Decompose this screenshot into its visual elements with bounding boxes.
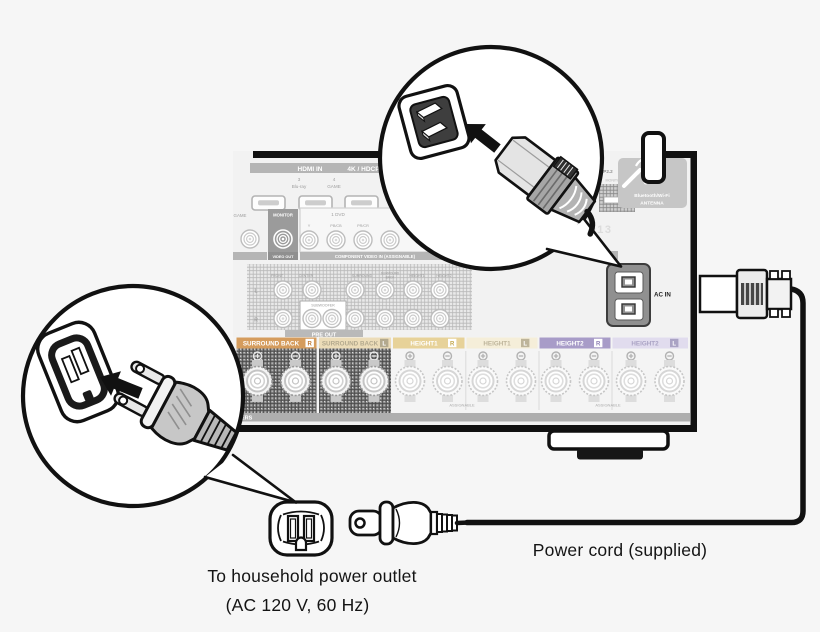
household-outlet-caption-line1: To household power outlet bbox=[207, 566, 417, 586]
subwoofer-label: SUBWOOFER bbox=[311, 304, 335, 308]
component-video-label: COMPONENT VIDEO IN (ASSIGNABLE) bbox=[335, 254, 416, 259]
rca-jack-icon bbox=[403, 280, 423, 300]
rca-jack-icon bbox=[375, 308, 395, 329]
receiver-outline bbox=[233, 151, 697, 432]
rca-jack-icon bbox=[430, 308, 450, 329]
band-label: HEIGHT2 bbox=[556, 341, 584, 348]
rca-jack-icon bbox=[403, 308, 423, 329]
ac-inlet bbox=[606, 263, 651, 327]
wall-outlet-detail-icon bbox=[36, 320, 120, 424]
prcr-label: PR/CR bbox=[357, 224, 369, 228]
rca-jack-icon bbox=[299, 230, 319, 250]
bluetooth-label: Bluetooth/Wi-Fi bbox=[634, 193, 669, 199]
surround-back-label-2: BACK bbox=[386, 276, 396, 280]
rca-jack-icon bbox=[375, 280, 395, 300]
band-channel: R bbox=[450, 342, 455, 348]
band-label: HEIGHT2 bbox=[631, 341, 659, 348]
preout-l-label: L bbox=[254, 289, 257, 295]
speaker-band-surround-back-l: SURROUND BACK L bbox=[319, 337, 391, 349]
terminal-separators bbox=[465, 351, 613, 410]
speaker-band-height2-r: HEIGHT2 R bbox=[539, 337, 611, 349]
front-label: FRONT bbox=[271, 274, 284, 278]
power-cord bbox=[464, 286, 806, 526]
input3-name: Blu-ray bbox=[292, 184, 307, 189]
preout-r-label: R bbox=[254, 318, 258, 324]
hdcp-label: P2.2 bbox=[603, 169, 613, 174]
input3-number: 3 bbox=[298, 177, 301, 182]
rca-jack-icon bbox=[302, 280, 322, 300]
rca-jack-icon bbox=[345, 280, 365, 300]
component-header-bar bbox=[300, 252, 450, 260]
band-label: SURROUND BACK bbox=[243, 341, 300, 348]
preout-label: PRE OUT bbox=[312, 333, 337, 339]
rca-jack-icon bbox=[240, 229, 260, 249]
hdmi-4k-label: 4K / HDCP2.2 bbox=[347, 166, 389, 173]
band-channel: R bbox=[596, 342, 601, 348]
assignable-label-2: ASSIGNABLE bbox=[595, 403, 621, 408]
assignable-stub-bar bbox=[233, 252, 267, 260]
pbcb-label: PB/CB bbox=[330, 224, 342, 228]
rca-jack-icon bbox=[273, 308, 293, 329]
assignable-label-1: ASSIGNABLE bbox=[449, 403, 475, 408]
surround-back-label-1: SURROUND bbox=[381, 272, 400, 276]
speaker-band-height2-l: HEIGHT2 L bbox=[612, 337, 688, 349]
wall-plug-detail-icon bbox=[113, 360, 238, 452]
antenna-label: ANTENNA bbox=[640, 201, 664, 207]
ac-inlet-detail-icon bbox=[397, 83, 471, 161]
household-outlet-icon bbox=[268, 500, 334, 557]
ac-in-label: AC IN bbox=[654, 292, 671, 299]
receiver-foot bbox=[547, 429, 670, 460]
monitor-label: MONITOR bbox=[273, 213, 293, 218]
hdmi-in-label: HDMI IN bbox=[298, 166, 323, 173]
rca-jack-icon bbox=[430, 280, 450, 300]
power-cord-connector-icon bbox=[494, 136, 597, 237]
height1-label: HEIGHT1 bbox=[409, 274, 424, 278]
speakers-bar bbox=[233, 413, 690, 422]
game-label: GAME bbox=[234, 213, 247, 218]
household-outlet-caption-line2: (AC 120 V, 60 Hz) bbox=[225, 595, 370, 615]
band-label: HEIGHT1 bbox=[483, 341, 511, 348]
video-out-bar bbox=[268, 252, 298, 260]
antenna-rod-icon bbox=[641, 131, 666, 184]
dvd-label: 1 DVD bbox=[331, 212, 345, 217]
speaker-band-height1-l: HEIGHT1 L bbox=[466, 337, 538, 349]
band-label: HEIGHT1 bbox=[410, 341, 438, 348]
rca-jack-icon bbox=[322, 308, 342, 329]
band-label: SURROUND BACK bbox=[322, 341, 379, 348]
monitor-small-label: MONITOR bbox=[606, 179, 623, 183]
callout-ac-inlet-detail bbox=[377, 44, 623, 272]
center-label: CENTER bbox=[299, 274, 314, 278]
iec-connector bbox=[698, 268, 793, 320]
height2-label: HEIGHT2 bbox=[436, 274, 451, 278]
callout-wedge bbox=[205, 455, 296, 503]
rca-jack-icon bbox=[273, 280, 293, 300]
surround-label: SURROUND bbox=[352, 274, 373, 278]
band-channel: L bbox=[523, 342, 527, 348]
video-out-label: VIDEO OUT bbox=[273, 255, 295, 259]
speaker-band-height1-r: HEIGHT1 R bbox=[393, 337, 465, 349]
callout-wall-outlet-detail bbox=[20, 283, 298, 509]
callout-wedge bbox=[547, 219, 621, 267]
band-channel: R bbox=[308, 342, 313, 348]
input4-name: GAME bbox=[327, 184, 341, 189]
rca-jack-icon bbox=[353, 230, 373, 250]
hdmi-port-icon bbox=[251, 195, 286, 211]
rca-jack-icon bbox=[345, 308, 365, 329]
rca-jack-icon bbox=[380, 230, 400, 250]
y-label: Y bbox=[308, 224, 311, 228]
band-channel: L bbox=[672, 342, 676, 348]
preout-bar bbox=[285, 330, 363, 339]
power-cord-caption: Power cord (supplied) bbox=[532, 540, 708, 560]
speaker-band-surround-back-r: SURROUND BACK R bbox=[236, 337, 317, 349]
rca-jack-icon bbox=[273, 229, 293, 249]
rca-jack-icon bbox=[326, 230, 346, 250]
hdmi-header-bar bbox=[250, 163, 480, 173]
input4-number: 4 bbox=[333, 177, 336, 182]
rca-jack-icon bbox=[302, 308, 322, 329]
band-channel: L bbox=[382, 342, 386, 348]
household-plug-icon bbox=[348, 500, 472, 546]
